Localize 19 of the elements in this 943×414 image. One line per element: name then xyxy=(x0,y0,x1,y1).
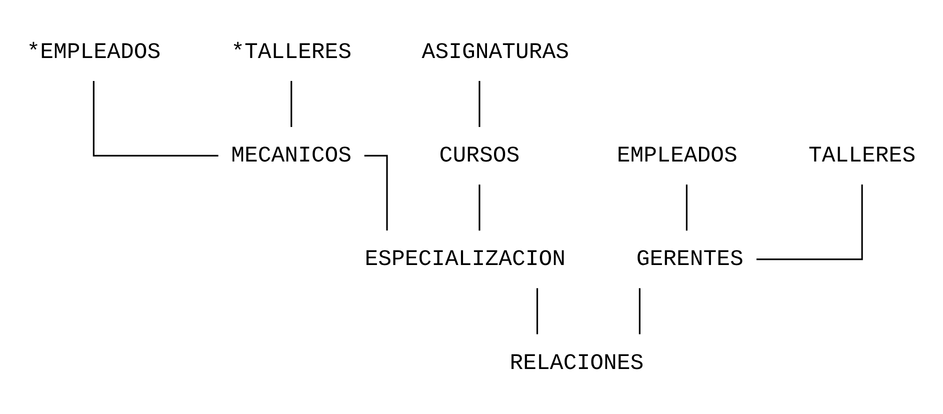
connector xyxy=(478,184,480,230)
node-text: GERENTES xyxy=(636,246,744,272)
node-text: RELACIONES xyxy=(510,349,644,376)
connector xyxy=(364,154,388,230)
node-text: EMPLEADOS xyxy=(616,142,738,168)
connector xyxy=(290,80,292,126)
connector xyxy=(686,184,688,230)
connector xyxy=(92,80,218,156)
node-text: TALLERES xyxy=(808,142,916,168)
connector xyxy=(536,288,538,334)
node-text: MECANICOS xyxy=(231,142,352,168)
node-text: CURSOS xyxy=(439,142,520,168)
node-text: *TALLERES xyxy=(231,38,352,64)
node-text: *EMPLEADOS xyxy=(26,38,161,64)
connector xyxy=(638,288,640,334)
connector xyxy=(756,184,863,260)
connector xyxy=(478,80,480,126)
node-text: ASIGNATURAS xyxy=(422,38,570,64)
node-text: ESPECIALIZACION xyxy=(364,246,566,272)
